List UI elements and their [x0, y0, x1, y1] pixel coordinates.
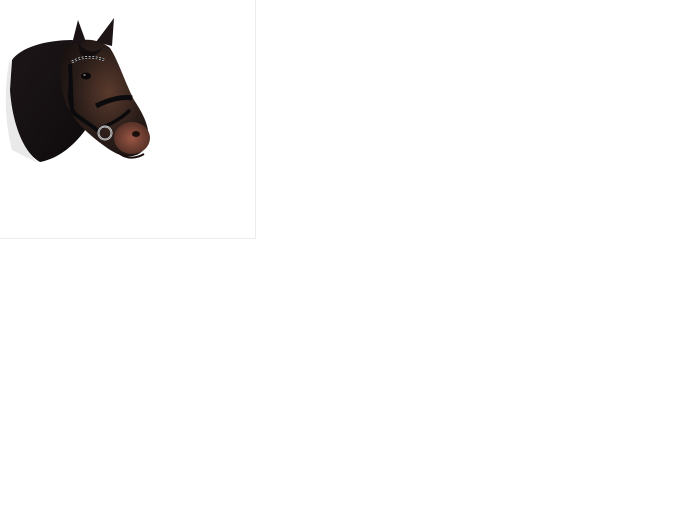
horse-head-image	[5, 18, 150, 163]
mouth	[117, 151, 145, 159]
forelock	[78, 42, 102, 58]
cutout-edge	[5, 58, 39, 163]
throatlatch	[67, 79, 83, 122]
left-ear	[72, 20, 86, 44]
noseband	[94, 95, 133, 109]
right-ear	[96, 18, 114, 46]
horse-photo-frame	[0, 0, 256, 239]
eye	[81, 72, 91, 80]
muzzle	[114, 122, 150, 154]
nostril	[132, 131, 140, 137]
